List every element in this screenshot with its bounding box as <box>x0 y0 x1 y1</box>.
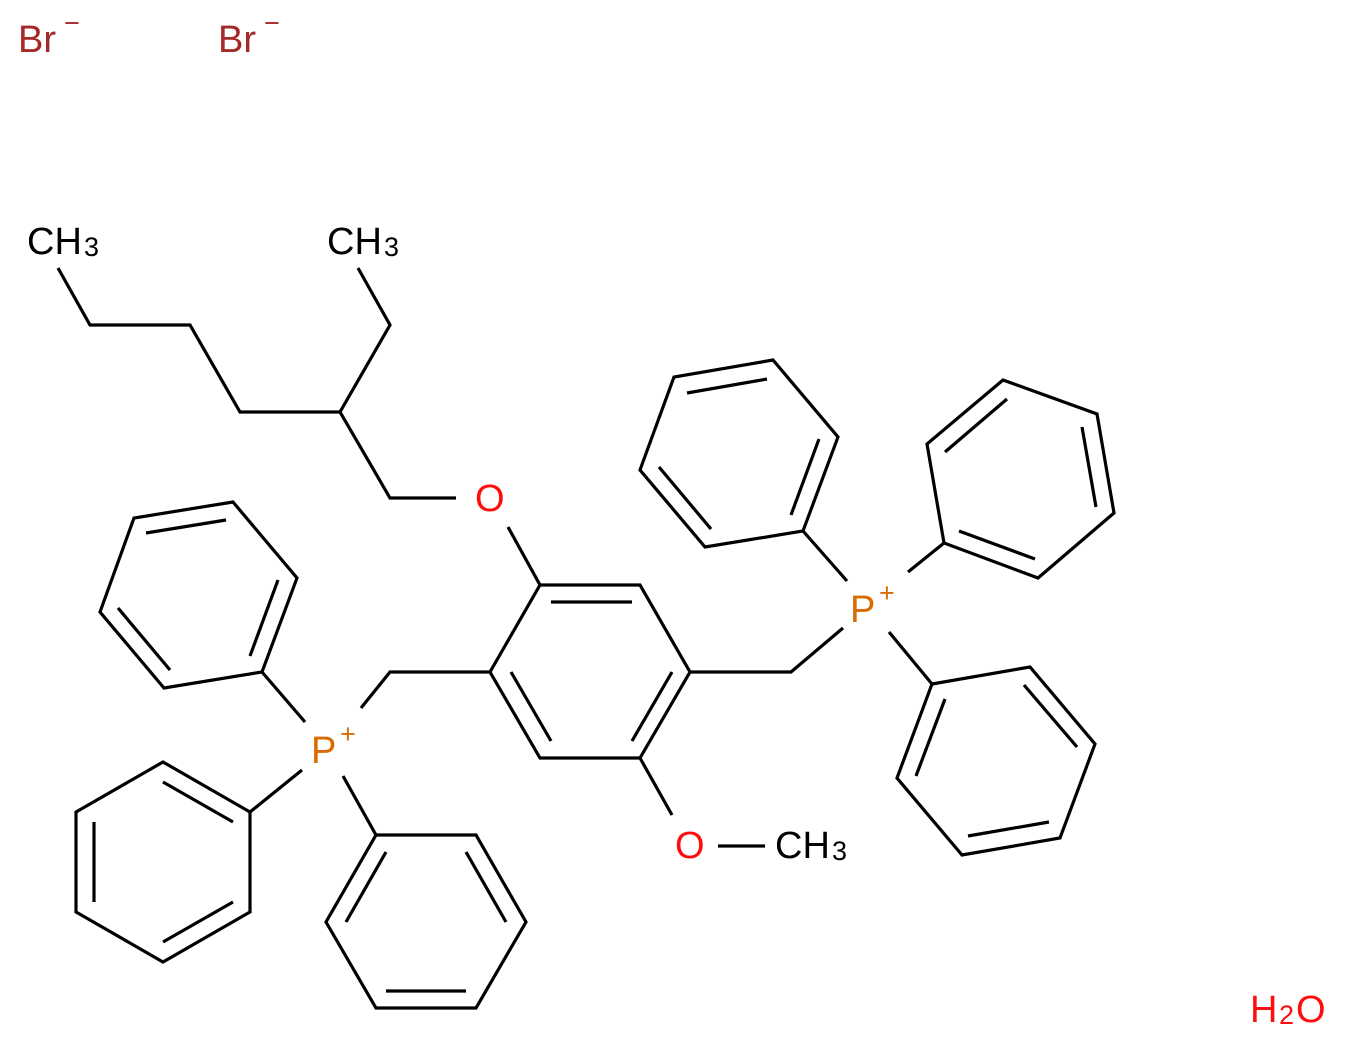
svg-text:3: 3 <box>832 836 847 866</box>
phenyl-ring-right-upper-left <box>638 358 840 549</box>
methoxy-oxygen-label: O <box>675 825 705 867</box>
phenyl-ring-left-lower-left <box>74 760 252 964</box>
phenyl-ring-left-upper <box>98 500 299 690</box>
svg-text:P: P <box>311 730 336 772</box>
negative-charge: − <box>264 8 280 38</box>
phosphonium-right: P + <box>850 578 895 631</box>
negative-charge: − <box>64 8 80 38</box>
methoxy-methyl-label: CH 3 <box>775 825 847 867</box>
svg-text:P: P <box>850 589 875 631</box>
svg-text:H: H <box>1250 989 1277 1031</box>
svg-text:CH: CH <box>327 221 382 263</box>
water-molecule: H 2 O <box>1250 989 1326 1031</box>
central-benzene-ring <box>488 583 692 760</box>
methyl-label-branch: CH 3 <box>327 221 399 263</box>
svg-text:3: 3 <box>84 232 99 262</box>
ethylhexyl-chain <box>56 267 456 500</box>
svg-text:+: + <box>340 719 356 749</box>
svg-text:CH: CH <box>775 825 830 867</box>
bromine-label: Br <box>18 19 56 61</box>
bromine-label: Br <box>218 19 256 61</box>
phenyl-ring-left-lower-right <box>324 833 528 1010</box>
methyl-label-chain: CH 3 <box>27 221 99 263</box>
phosphonium-left: P + <box>311 719 356 772</box>
phenyl-ring-right-upper-right <box>925 378 1116 580</box>
bromide-ion-2: Br − <box>218 8 280 61</box>
bromide-ion-1: Br − <box>18 8 80 61</box>
phenyl-ring-right-lower <box>895 665 1097 857</box>
svg-text:+: + <box>879 578 895 608</box>
svg-text:CH: CH <box>27 221 82 263</box>
svg-text:O: O <box>1296 989 1326 1031</box>
svg-text:2: 2 <box>1279 1000 1294 1030</box>
svg-text:3: 3 <box>384 232 399 262</box>
ether-oxygen-label: O <box>475 478 505 520</box>
